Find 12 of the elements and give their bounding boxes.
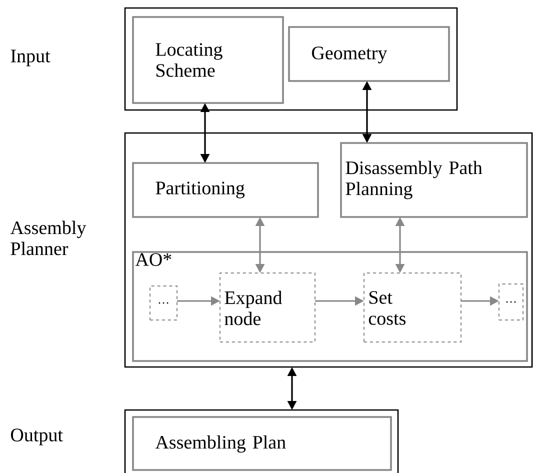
step-box: … [150, 286, 178, 320]
group-label: Input [10, 50, 50, 66]
input-box: Geometry [288, 26, 450, 82]
step-box: Set costs [364, 272, 462, 342]
output-box: Assembling Plan [132, 416, 392, 471]
step-box: … [498, 284, 524, 320]
module-box: Disassembly Path Planning [340, 142, 528, 218]
group-label: Output [11, 428, 63, 446]
group-label: Assembly Planner [10, 220, 86, 256]
step-box: Expand node [220, 272, 316, 342]
input-box: Locating Scheme [132, 16, 284, 104]
module-box: Partitioning [132, 162, 319, 218]
